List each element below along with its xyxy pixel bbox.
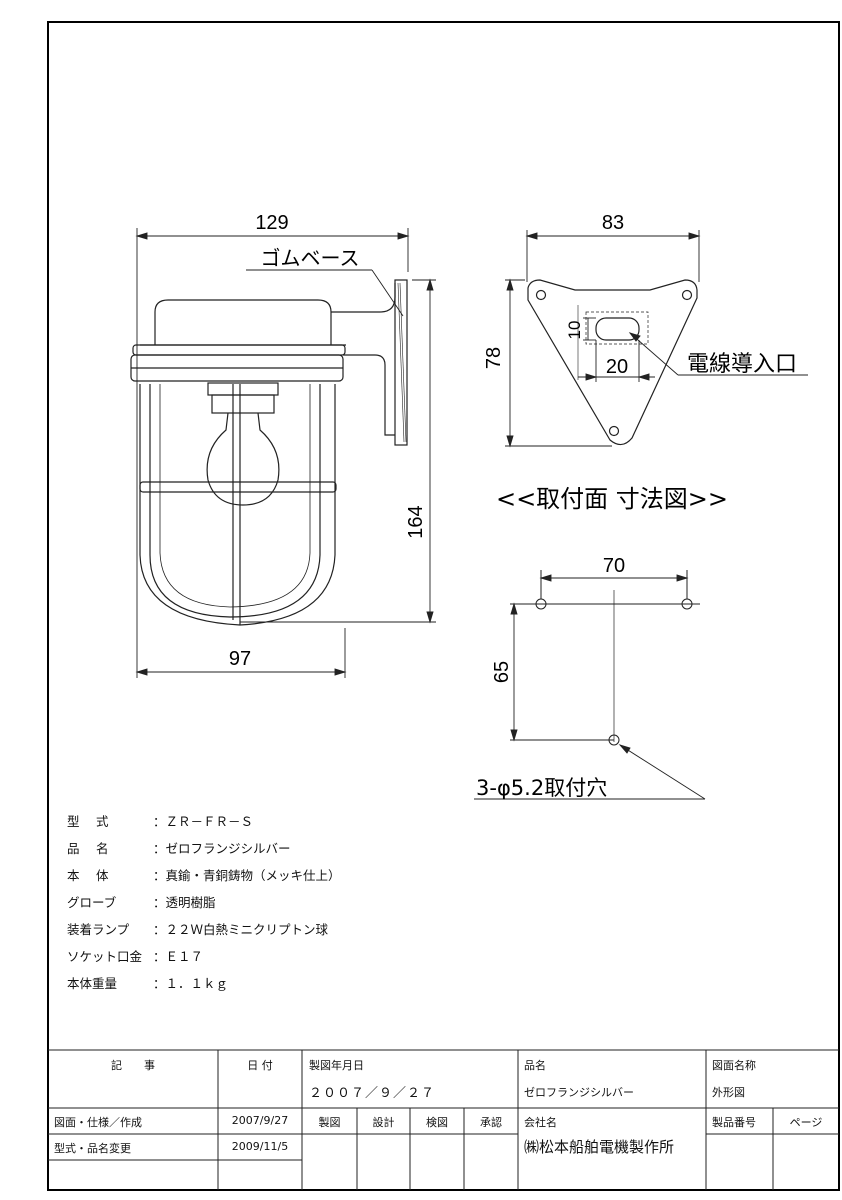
mount-face-dimensions xyxy=(505,230,808,448)
col-approve: 承認 xyxy=(480,1116,502,1129)
spec-label: 本 体 xyxy=(67,868,109,883)
label-drawing-name: 図面名称 xyxy=(712,1059,756,1072)
spec-value: ：ＺＲ－ＦＲ－Ｓ xyxy=(153,814,254,829)
record-date: 2009/11/5 xyxy=(231,1140,289,1153)
record-date: 2007/9/27 xyxy=(231,1114,289,1127)
spec-label: 装着ランプ xyxy=(67,922,130,937)
dim-65: 65 xyxy=(491,661,513,683)
spec-label: 品 名 xyxy=(67,841,109,856)
product-name: ゼロフランジシルバー xyxy=(524,1086,634,1099)
label-drawing-date: 製図年月日 xyxy=(309,1059,364,1072)
dim-70: 70 xyxy=(603,555,625,577)
label-product-no: 製品番号 xyxy=(712,1116,756,1129)
label-mounting-holes: 3-φ5.2取付穴 xyxy=(476,776,607,800)
company-name: ㈱松本船舶電機製作所 xyxy=(524,1138,675,1156)
spec-value: ：ゼロフランジシルバー xyxy=(153,841,291,856)
mount-dimension-title: <<取付面 寸法図>> xyxy=(496,485,728,513)
dim-20: 20 xyxy=(606,356,628,378)
dim-83: 83 xyxy=(602,212,624,234)
spec-value: ：Ｅ１７ xyxy=(153,949,204,964)
mount-face-drawing xyxy=(527,279,698,446)
label-product-name: 品名 xyxy=(524,1059,546,1072)
hole-pattern-drawing xyxy=(510,570,700,746)
drawing-date: ２００７／９／２７ xyxy=(309,1086,436,1101)
col-design: 設計 xyxy=(372,1116,395,1129)
col-draft: 製図 xyxy=(318,1116,341,1129)
label-rubber-base: ゴムベース xyxy=(261,246,360,270)
header-record: 記 事 xyxy=(111,1059,155,1072)
record-text: 図面・仕様／作成 xyxy=(54,1116,142,1129)
title-block-grid xyxy=(48,1049,839,1190)
spec-label: 本体重量 xyxy=(67,976,118,991)
dim-10: 10 xyxy=(565,321,584,340)
record-text: 型式・品名変更 xyxy=(54,1142,131,1155)
dim-164: 164 xyxy=(405,505,427,538)
col-check: 検図 xyxy=(426,1116,448,1129)
spec-label: ソケット口金 xyxy=(67,949,143,964)
spec-value: ：１．１ｋｇ xyxy=(153,976,229,991)
side-view-dimensions xyxy=(135,228,436,678)
hole-pattern-dimensions xyxy=(474,574,706,800)
label-page: ページ xyxy=(789,1116,823,1129)
header-date: 日 付 xyxy=(247,1059,273,1072)
drawing-name: 外形図 xyxy=(712,1086,745,1099)
spec-label: 型 式 xyxy=(67,814,109,829)
spec-label: グローブ xyxy=(67,895,117,910)
spec-value: ：２２Ｗ白熱ミニクリプトン球 xyxy=(153,922,329,937)
label-company: 会社名 xyxy=(524,1116,557,1129)
label-cable-entry: 電線導入口 xyxy=(687,352,797,377)
spec-value: ：透明樹脂 xyxy=(153,895,216,910)
dim-97: 97 xyxy=(229,648,251,670)
spec-value: ：真鍮・青銅鋳物（メッキ仕上） xyxy=(153,868,341,883)
dim-129: 129 xyxy=(255,212,288,234)
sheet-border xyxy=(47,21,840,1191)
side-view-drawing xyxy=(130,279,408,626)
dim-78: 78 xyxy=(483,347,505,369)
